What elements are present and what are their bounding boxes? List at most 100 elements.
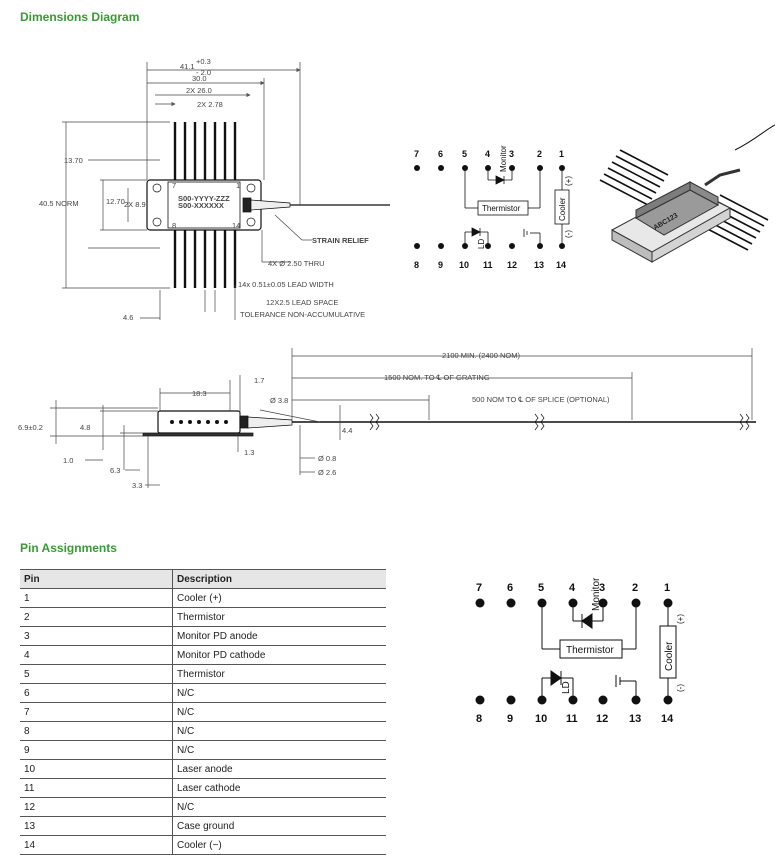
thermistor-label: Thermistor <box>566 645 614 656</box>
description-cell: Thermistor <box>172 664 386 684</box>
dim-overall-tol-minus: - 2.0 <box>196 68 211 77</box>
large-bottom-pin: 12 <box>596 713 608 725</box>
small-bottom-pin: 14 <box>556 260 566 270</box>
mount-hole <box>246 183 256 193</box>
pin-cell: 9 <box>20 740 173 760</box>
small-cooler-plus: (+) <box>564 176 573 186</box>
pin-cell: 11 <box>20 778 173 798</box>
large-top-pin: 7 <box>476 582 482 594</box>
small-thermistor-label: Thermistor <box>482 204 521 213</box>
table-header-row: Pin Description <box>20 569 386 589</box>
cooler-label: Cooler <box>664 641 675 671</box>
small-bottom-pin: 11 <box>483 260 493 270</box>
dim-overall-tol-plus: +0.3 <box>196 57 211 66</box>
dim-h1: 6.3 <box>110 466 120 475</box>
large-pin-dots <box>475 598 673 705</box>
cooler-minus: (-) <box>676 684 685 692</box>
dim-body-offset: 18.3 <box>192 389 207 398</box>
small-cooler-label: Cooler <box>558 197 567 221</box>
body-pin-7: 7 <box>172 181 176 190</box>
description-cell: N/C <box>172 797 386 817</box>
small-top-pin: 1 <box>559 149 564 159</box>
dim-step: 1.3 <box>244 448 254 457</box>
small-bottom-pin: 13 <box>534 260 544 270</box>
body-pin-14: 14 <box>232 221 240 230</box>
large-top-pin: 1 <box>664 582 670 594</box>
small-top-pin: 6 <box>438 149 443 159</box>
dim-h2: 3.3 <box>132 481 142 490</box>
side-view-labels: 2100 MIN. (2400 NOM) 1500 NOM. TO ℄ OF G… <box>18 351 610 490</box>
product-illustration: ABC123 <box>599 124 775 263</box>
description-cell: N/C <box>172 683 386 703</box>
small-monitor-label: Monitor <box>499 145 508 172</box>
dim-height-offset: 13.70 <box>64 156 83 165</box>
pin-cell: 1 <box>20 588 173 608</box>
dim-lead-height: 4.8 <box>80 423 90 432</box>
dim-side-height: 6.9±0.2 <box>18 423 43 432</box>
small-top-pin: 5 <box>462 149 467 159</box>
pin-cell: 7 <box>20 702 173 722</box>
large-top-pin: 6 <box>507 582 513 594</box>
pin-cell: 12 <box>20 797 173 817</box>
large-bottom-pin: 10 <box>535 713 547 725</box>
small-bottom-pin: 12 <box>507 260 517 270</box>
column-header: Description <box>172 569 386 589</box>
dim-hole-span: 2X 26.0 <box>186 86 212 95</box>
small-cooler-minus: (-) <box>564 230 573 238</box>
small-pin-diagram <box>464 168 570 246</box>
body-marking-2: S00-XXXXXX <box>178 201 224 210</box>
small-bottom-pin: 9 <box>438 260 443 270</box>
pin-cell: 14 <box>20 835 173 855</box>
small-bottom-pin: 10 <box>459 260 469 270</box>
description-cell: Cooler (−) <box>172 835 386 855</box>
pin-assignments-title: Pin Assignments <box>20 541 117 555</box>
dim-lead-space: 12X2.5 LEAD SPACE <box>266 298 338 307</box>
small-ld-label: LD <box>477 239 486 249</box>
dim-splice: 500 NOM TO ℄ OF SPLICE (OPTIONAL) <box>472 395 610 404</box>
dimensions-title: Dimensions Diagram <box>20 10 140 24</box>
small-top-pin: 2 <box>537 149 542 159</box>
dim-hole-inset: 2X 2.78 <box>197 100 223 109</box>
dim-fiber-length: 2100 MIN. (2400 NOM) <box>442 351 520 360</box>
mount-hole <box>152 183 162 193</box>
small-top-pin: 4 <box>485 149 490 159</box>
small-top-pin: 7 <box>414 149 419 159</box>
pin-cell: 13 <box>20 816 173 836</box>
dim-boot-dia: Ø 3.8 <box>270 396 288 405</box>
column-header: Pin <box>20 569 173 589</box>
description-cell: Laser anode <box>172 759 386 779</box>
description-cell: N/C <box>172 721 386 741</box>
description-cell: N/C <box>172 740 386 760</box>
dim-jacket-dia: Ø 2.6 <box>318 468 336 477</box>
mount-hole <box>246 217 256 227</box>
small-pin-numbers: 7 6 5 4 3 2 1 8 9 10 11 12 13 14 Thermis… <box>414 145 573 270</box>
small-pin-dots <box>414 165 565 249</box>
body-pin-8: 8 <box>172 221 176 230</box>
dim-boot-len: 4.4 <box>342 426 352 435</box>
monitor-label: Monitor <box>591 577 602 611</box>
pin-cell: 10 <box>20 759 173 779</box>
large-top-pin: 3 <box>599 582 605 594</box>
large-pin-diagram <box>541 603 677 700</box>
dim-hole-width: 2X 8.9 <box>124 200 146 209</box>
pin-cell: 6 <box>20 683 173 703</box>
dim-overall-length: 41.1 <box>180 62 195 71</box>
description-cell: Cooler (+) <box>172 588 386 608</box>
dim-thru-holes: 4X Ø 2.50 THRU <box>268 259 325 268</box>
dim-body-length: 30.0 <box>192 74 207 83</box>
large-top-pin: 5 <box>538 582 544 594</box>
description-cell: Laser cathode <box>172 778 386 798</box>
large-bottom-pin: 14 <box>661 713 674 725</box>
dim-fiber-dia: Ø 0.8 <box>318 454 336 463</box>
